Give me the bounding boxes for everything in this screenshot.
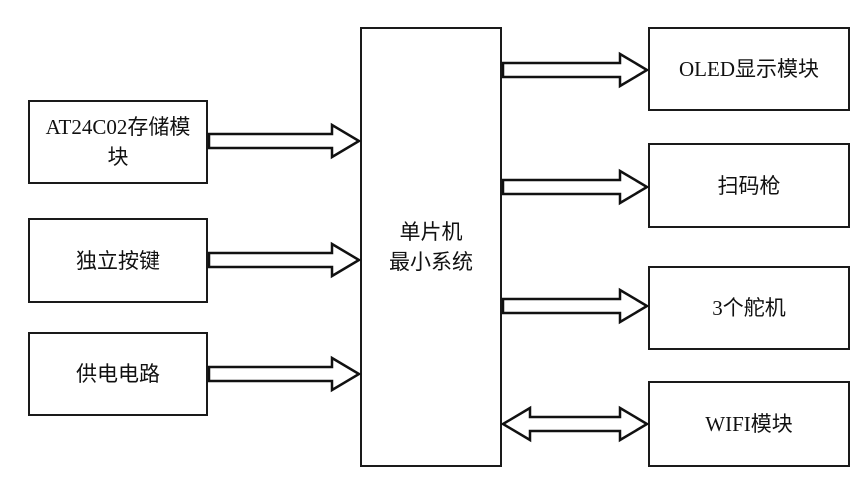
arrow-storage-to-mcu-icon: [207, 122, 362, 160]
arrow-mcu-to-oled-icon: [501, 51, 650, 89]
box-label: 独立按键: [76, 248, 160, 273]
box-three-servos: 3个舵机: [648, 266, 850, 350]
box-label: 3个舵机: [712, 296, 786, 320]
arrow-power-to-mcu-icon: [207, 355, 362, 393]
box-wifi-module: WIFI模块: [648, 381, 850, 467]
arrow-mcu-to-scanner-icon: [501, 168, 650, 206]
box-mcu-minimum-system: 单片机 最小系统: [360, 27, 502, 467]
box-label: 扫码枪: [717, 173, 781, 198]
box-label: 供电电路: [76, 362, 160, 386]
box-label: AT24C02存储模块: [45, 115, 191, 169]
box-independent-buttons: 独立按键: [28, 218, 208, 303]
arrow-mcu-wifi-bidirectional-icon: [500, 405, 650, 443]
box-label: 单片机 最小系统: [389, 220, 473, 274]
box-barcode-scanner: 扫码枪: [648, 143, 850, 228]
arrow-buttons-to-mcu-icon: [207, 241, 362, 279]
box-oled-display-module: OLED显示模块: [648, 27, 850, 111]
arrow-mcu-to-servos-icon: [501, 287, 650, 325]
box-power-supply-circuit: 供电电路: [28, 332, 208, 416]
box-at24c02-storage-module: AT24C02存储模块: [28, 100, 208, 184]
box-label: WIFI模块: [705, 412, 793, 436]
box-label: OLED显示模块: [679, 57, 819, 81]
